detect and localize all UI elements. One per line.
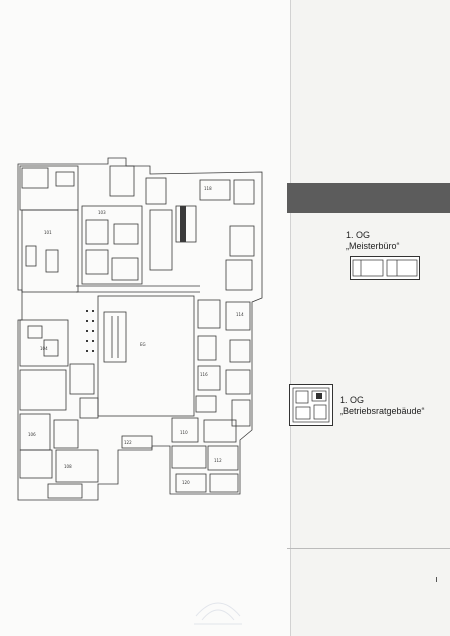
betriebsrat-thumbnail (289, 384, 333, 426)
legend-header-band (287, 183, 450, 213)
legend-building-name: „Betriebsratgebäude“ (340, 406, 425, 416)
faint-logo-mark (194, 602, 242, 625)
room-label: 120 (182, 480, 190, 485)
room-label: 104 (40, 346, 48, 351)
legend-building-name: „Meisterbüro“ (346, 241, 400, 251)
room-central-hall (97, 295, 195, 417)
room-label: 118 (204, 186, 212, 191)
fold-line (290, 0, 291, 636)
room-label: 112 (214, 458, 222, 463)
room-label: EG (140, 342, 146, 347)
legend-meisterbuero: 1. OG „Meisterbüro“ (346, 230, 400, 252)
page-tick (436, 577, 437, 582)
room-lower-left (19, 319, 69, 367)
room-label: 106 (28, 432, 36, 437)
plan-sheet (0, 0, 290, 636)
divider (287, 548, 450, 549)
building-outline (17, 157, 263, 501)
room-label: 103 (98, 210, 106, 215)
legend-betriebsrat: 1. OG „Betriebsratgebäude“ (340, 395, 425, 417)
room-label: 110 (180, 430, 188, 435)
room-label: 108 (64, 464, 72, 469)
meisterbuero-thumbnail (350, 256, 420, 280)
room-center-upper (81, 205, 143, 285)
legend-floor-label: 1. OG (340, 395, 365, 405)
legend-floor-label: 1. OG (346, 230, 371, 240)
legend-panel (291, 0, 450, 636)
room-left-hall (21, 209, 79, 293)
room-label: 114 (236, 312, 244, 317)
room-label: 116 (200, 372, 208, 377)
room-label: 122 (124, 440, 132, 445)
floor-plan: 101 103 EG 104 106 108 110 112 114 116 1… (17, 157, 263, 501)
room-label: 101 (44, 230, 52, 235)
